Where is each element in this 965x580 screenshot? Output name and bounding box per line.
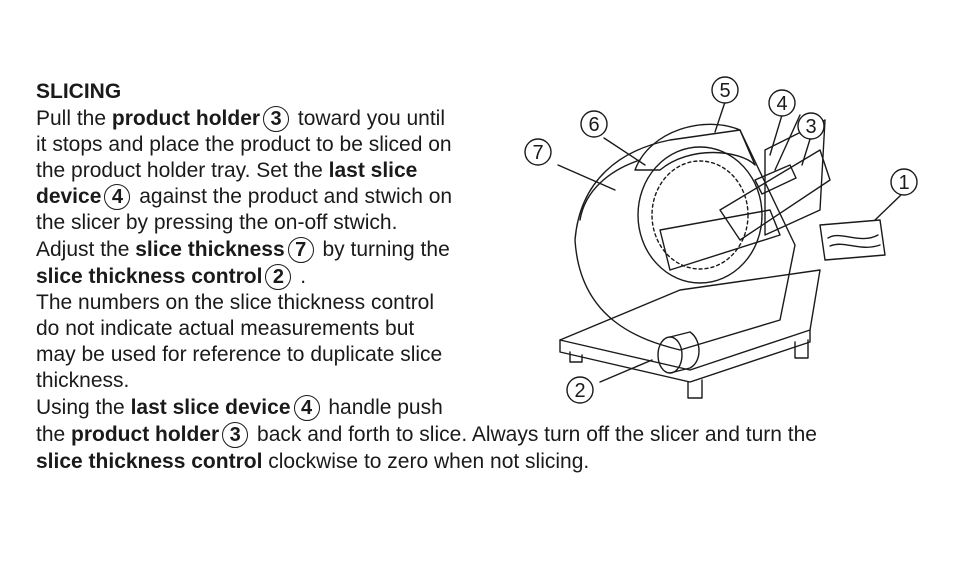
text-span: the xyxy=(36,423,72,446)
callout-badge: 2 xyxy=(265,264,292,291)
carriage-tray xyxy=(719,149,831,241)
text-line-9: do not indicate actual measurements but xyxy=(36,317,415,340)
carriage-arm xyxy=(659,209,781,271)
callout-2-label: 2 xyxy=(574,380,585,402)
term-device: device xyxy=(36,185,102,208)
blade-hub xyxy=(651,160,749,270)
section-heading: SLICING xyxy=(36,80,122,103)
slicer-base xyxy=(559,269,821,371)
slicer-body xyxy=(574,129,796,351)
text-span: clockwise to zero when not slicing. xyxy=(262,450,590,473)
callout-6-label: 6 xyxy=(588,114,599,136)
leader-line xyxy=(557,164,616,191)
term-product-holder: product holder xyxy=(111,107,261,130)
text-line-14: slice thickness control clockwise to zer… xyxy=(36,449,589,475)
callout-3-circle xyxy=(797,112,825,140)
callout-5-circle xyxy=(711,76,739,104)
callout-badge: 7 xyxy=(287,237,314,264)
callout-4-circle xyxy=(768,89,796,117)
callout-7-label: 7 xyxy=(532,142,543,164)
leader-line xyxy=(874,193,903,221)
text-span: toward you until xyxy=(292,107,445,130)
term-slice-thickness-control: slice thickness control xyxy=(36,265,263,288)
text-span: Using the xyxy=(36,396,131,419)
callout-badge: 4 xyxy=(293,395,320,422)
text-line-5: the slicer by pressing the on-off stwich… xyxy=(36,211,398,234)
slicer-base-edge xyxy=(559,329,811,383)
leader-line xyxy=(599,359,653,383)
thickness-knob xyxy=(657,336,683,374)
thickness-knob-shaft xyxy=(669,331,700,374)
gauge-plate xyxy=(579,159,641,221)
text-line-8: The numbers on the slice thickness contr… xyxy=(36,291,435,314)
text-line-10: may be used for reference to duplicate s… xyxy=(36,343,443,366)
last-slice-handle xyxy=(754,164,797,195)
text-line-3: the product holder tray. Set the last sl… xyxy=(36,158,417,184)
callout-6-circle xyxy=(580,110,608,138)
leader-line xyxy=(714,101,726,133)
callout-badge: 4 xyxy=(104,184,131,211)
blade-guard xyxy=(634,123,756,171)
callout-7-circle xyxy=(524,138,552,166)
slicer-blade xyxy=(637,146,763,284)
leader-line xyxy=(801,135,812,166)
last-slice-rod xyxy=(774,114,801,171)
switch-inset-detail xyxy=(827,234,881,248)
text-span: Pull the xyxy=(36,107,112,130)
switch-inset xyxy=(819,219,886,261)
callout-4-label: 4 xyxy=(776,93,787,115)
term-slice-thickness-control: slice thickness control xyxy=(36,450,263,473)
text-span: handle push xyxy=(322,396,443,419)
slicer-foot xyxy=(687,379,703,399)
slicer-foot xyxy=(569,351,583,363)
text-span: by turning the xyxy=(316,238,450,261)
slicer-illustration: 5 4 6 3 7 1 2 xyxy=(524,76,918,404)
text-span: Adjust the xyxy=(36,238,136,261)
text-span: the product holder tray. Set the xyxy=(36,159,329,182)
term-last-slice: last slice xyxy=(328,159,418,182)
text-span: . xyxy=(294,265,307,288)
callout-2-circle xyxy=(566,376,594,404)
callout-badge: 3 xyxy=(263,106,290,133)
callout-badge: 3 xyxy=(222,422,249,449)
leader-line xyxy=(769,114,783,156)
term-last-slice-device: last slice device xyxy=(130,396,291,419)
callout-3-label: 3 xyxy=(805,116,816,138)
text-line-11: thickness. xyxy=(36,369,130,392)
text-span: back and forth to slice. Always turn off… xyxy=(251,423,817,446)
term-product-holder: product holder xyxy=(71,423,220,446)
callout-5-label: 5 xyxy=(719,80,730,102)
text-line-2: it stops and place the product to be sli… xyxy=(36,133,452,156)
callout-1-circle xyxy=(890,168,918,196)
callout-1-label: 1 xyxy=(898,172,909,194)
slicer-foot xyxy=(794,339,809,359)
text-span: against the product and stwich on xyxy=(133,185,453,208)
leader-line xyxy=(603,137,646,166)
term-slice-thickness: slice thickness xyxy=(135,238,285,261)
